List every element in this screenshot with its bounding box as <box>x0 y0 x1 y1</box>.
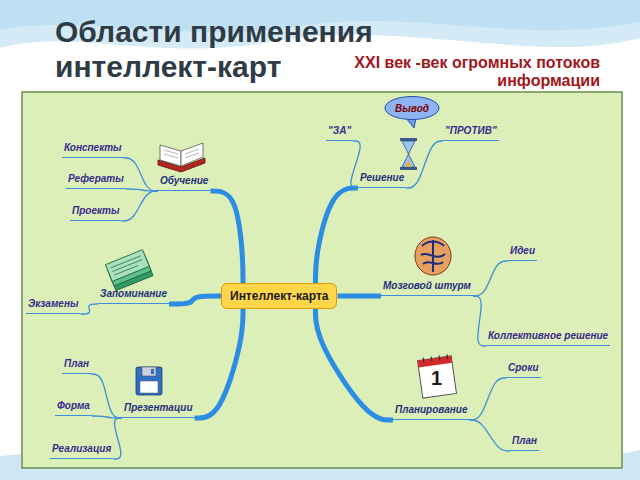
topic-text: Планирование <box>395 404 468 416</box>
slide-title: Области применения интеллект-карт <box>55 14 475 84</box>
hourglass-icon <box>400 138 417 170</box>
sub-branch <box>351 141 360 188</box>
brain-icon <box>415 237 451 275</box>
topic-text: Презентации <box>124 402 193 414</box>
subtitle-note: XXI век -век огромных потоков информации <box>290 54 600 90</box>
leaf-topic: Коллективное решение <box>486 330 610 346</box>
main-branch <box>210 191 243 283</box>
leaf-topic: "ПРОТИВ" <box>443 125 499 141</box>
bubble-outline <box>385 97 439 120</box>
branch-topic: Мозговой штурм <box>381 280 473 296</box>
topic-text: Конспекты <box>64 142 122 154</box>
branch-topic: Решение <box>358 172 406 188</box>
leaf-topic: "ЗА" <box>326 125 353 141</box>
sub-branch <box>470 420 510 451</box>
topic-text: Сроки <box>508 362 539 374</box>
leaf-topic: Форма <box>55 400 92 416</box>
main-branch <box>315 188 358 283</box>
leaf-topic: Конспекты <box>62 142 124 158</box>
sub-branch <box>406 141 443 188</box>
main-branch <box>195 309 243 418</box>
branch-topic: Презентации <box>122 402 195 418</box>
topic-text: Интеллект-карта <box>230 289 328 303</box>
sub-branch <box>470 378 506 420</box>
central-topic: Интеллект-карта <box>221 283 337 309</box>
sub-branch <box>473 296 486 346</box>
branch-topic: Обучение <box>158 175 210 191</box>
calendar-icon <box>417 354 456 398</box>
sub-branch <box>91 374 122 418</box>
leaf-topic: Сроки <box>506 362 541 378</box>
main-branch <box>315 309 393 420</box>
leaf-topic: Реализация <box>50 443 113 459</box>
calendar-digit: 1 <box>431 367 442 389</box>
book-icon <box>158 143 205 172</box>
branch-topic: Планирование <box>393 404 470 420</box>
topic-text: Обучение <box>160 175 208 187</box>
topic-text: Проекты <box>72 205 119 217</box>
topic-text: Форма <box>57 400 90 412</box>
topic-text: Рефераты <box>68 173 124 185</box>
leaf-topic: Идеи <box>508 245 537 261</box>
topic-text: Экзамены <box>28 298 78 310</box>
topic-text: "ЗА" <box>328 125 351 137</box>
sub-branch <box>124 158 158 191</box>
leaf-topic: Проекты <box>70 205 121 221</box>
topic-text: "ПРОТИВ" <box>445 125 497 137</box>
main-branch <box>337 294 381 299</box>
topic-text: Мозговой штурм <box>383 280 471 292</box>
leaf-topic: Экзамены <box>26 298 80 314</box>
main-branch <box>169 296 221 304</box>
sub-branch <box>473 261 508 296</box>
leaf-topic: План <box>510 435 539 451</box>
branch-topic: Запоминание <box>98 288 169 304</box>
floppy-icon <box>136 367 162 395</box>
topic-text: Реализация <box>52 443 111 455</box>
topic-text: План <box>64 358 89 370</box>
topic-text: Решение <box>360 172 404 184</box>
speech-bubble: Вывод <box>384 96 440 120</box>
sub-branch <box>80 304 98 314</box>
topic-text: Запоминание <box>100 288 167 300</box>
sub-branch <box>113 418 122 459</box>
notes-icon <box>105 250 153 291</box>
topic-text: Коллективное решение <box>488 330 608 342</box>
topic-text: Вывод <box>395 103 429 114</box>
topic-text: План <box>512 435 537 447</box>
leaf-topic: План <box>62 358 91 374</box>
sub-branch <box>121 191 158 221</box>
map-panel <box>22 92 622 468</box>
leaf-topic: Рефераты <box>66 173 126 189</box>
topic-text: Идеи <box>510 245 535 257</box>
